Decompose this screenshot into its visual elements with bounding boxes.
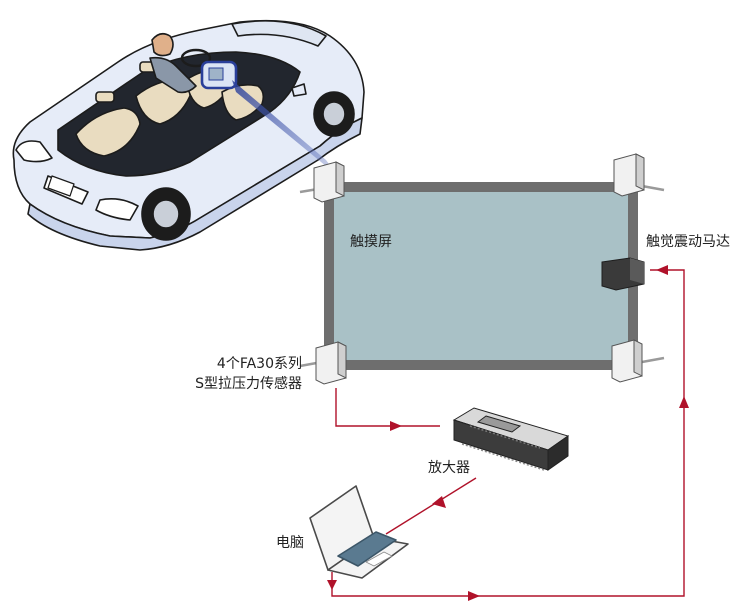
arrow-icon	[327, 580, 337, 590]
arrow-icon	[390, 421, 402, 431]
arrow-icon	[656, 265, 668, 275]
sensor-label: 4个FA30系列 S型拉压力传感器	[182, 354, 302, 394]
sensor-label-line1: 4个FA30系列	[216, 356, 302, 372]
s-type-load-cell-icon	[613, 153, 645, 197]
connection-arrows	[327, 265, 689, 601]
laptop-icon	[309, 485, 409, 579]
arrow-icon	[679, 396, 689, 408]
car-icon	[12, 19, 365, 251]
arrow-icon	[432, 496, 446, 508]
s-type-load-cell-icon	[313, 161, 345, 203]
s-type-load-cell-icon	[611, 339, 643, 383]
sensor-label-line2: S型拉压力传感器	[195, 376, 302, 392]
computer-label: 电脑	[276, 535, 304, 551]
touchscreen-label: 触摸屏	[350, 234, 392, 250]
haptic-motor-label: 触觉震动马达	[646, 234, 730, 250]
projection-beam	[232, 80, 338, 176]
arrow-icon	[468, 591, 480, 601]
s-type-load-cell-icon	[315, 341, 347, 385]
touchscreen-panel	[299, 182, 665, 370]
amplifier-label: 放大器	[428, 460, 470, 476]
in-car-display-icon	[208, 67, 224, 81]
amplifier-device-icon	[452, 407, 570, 471]
vibration-motor-icon	[601, 257, 645, 291]
